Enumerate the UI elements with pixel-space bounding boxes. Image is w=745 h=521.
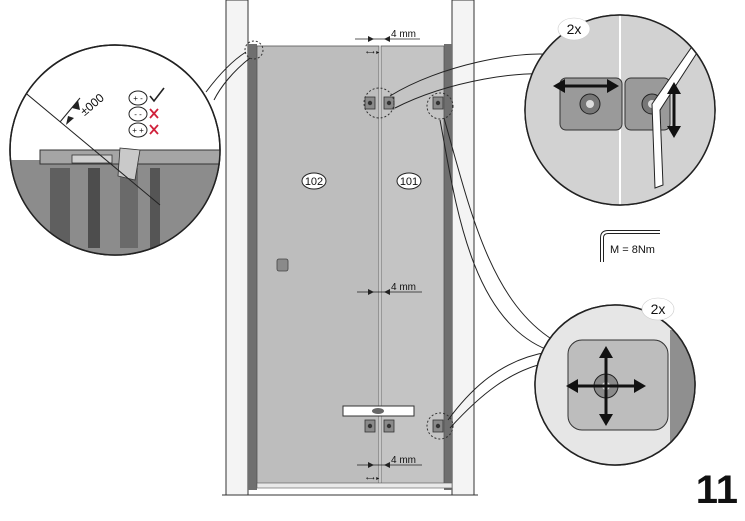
torque-label: M = 8Nm [610,244,655,256]
svg-text:2x: 2x [651,301,666,317]
top-left-detail-marker [244,40,264,60]
part-label-101: 101 [396,172,422,190]
part-label-102: 102 [301,172,327,190]
level-state-wrong-1: - - [128,106,159,122]
svg-text:4 mm: 4 mm [391,282,416,293]
svg-text:2x: 2x [567,21,582,37]
hinge-adjust-callout [524,14,716,206]
bottom-seal [256,482,453,489]
svg-text:⟷ ▸: ⟷ ▸ [366,476,379,482]
bracket-adjust-callout [534,304,696,466]
svg-text:102: 102 [305,176,323,188]
svg-text:- -: - - [134,110,142,119]
right-wall-profile [444,44,452,490]
svg-text:+ -: + - [133,94,143,103]
top-hinge [363,87,395,119]
towel-bar-hole [372,408,384,414]
step-number: 11 [696,468,738,512]
gap-dimension-top: 4 mm ⟷ ▸ [355,29,420,56]
right-wall [451,0,475,496]
svg-text:4 mm: 4 mm [391,29,416,40]
four-way-arrow-icon [566,346,646,426]
level-state-ok: + - [128,87,165,106]
checkmark-icon [149,87,165,103]
left-wall-profile [248,44,257,490]
left-wall [225,0,249,496]
svg-text:4 mm: 4 mm [391,455,416,466]
bottom-right-multiplier-badge: 2x [641,297,675,321]
cross-icon [149,108,159,119]
gap-dimension-bottom: 4 mm ⟷ ▸ [357,455,422,482]
door-knob [276,258,289,272]
door-panel-102 [256,45,380,487]
vertical-arrow-icon [667,82,681,138]
svg-text:+ +: + + [132,126,144,135]
top-right-bracket [426,92,454,120]
svg-text:101: 101 [400,176,418,188]
allen-key-icon [600,230,660,262]
horizontal-arrow-icon [553,79,619,93]
bottom-hinge [364,419,395,433]
svg-text:⟷ ▸: ⟷ ▸ [366,50,379,56]
bottom-right-bracket [426,412,454,440]
top-right-multiplier-badge: 2x [557,17,591,41]
cross-icon [149,124,159,135]
level-detail-callout: ±000 [9,44,221,256]
level-state-wrong-2: + + [128,122,159,138]
gap-dimension-middle: 4 mm [357,282,422,295]
